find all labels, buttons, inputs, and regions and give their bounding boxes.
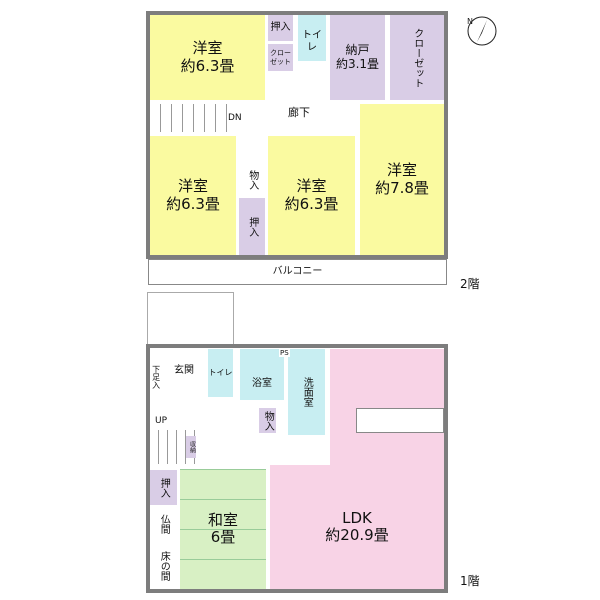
monoire-1f: 物入 — [259, 408, 276, 433]
room-western-4: 洋室約7.8畳 — [360, 104, 444, 255]
room-western-3: 洋室約6.3畳 — [268, 136, 355, 255]
toilet-1f: トイレ — [208, 349, 233, 397]
bathroom: 浴室 — [240, 349, 284, 400]
toilet-2f: トイレ — [298, 15, 326, 61]
oshiire-2f-1: 押入 — [268, 15, 293, 41]
butsuma: 仏間 — [150, 509, 177, 538]
washroom: 洗面室 — [288, 349, 325, 435]
entrance: 玄関 — [163, 356, 205, 386]
monoire-2f: 物入 — [239, 165, 265, 195]
tokonoma: 床の間 — [150, 542, 177, 589]
hallway-label: 廊下 — [288, 106, 310, 119]
oshiire-1f: 押入 — [150, 470, 177, 505]
floor1-label: 1階 — [460, 574, 480, 588]
ps-label: PS — [279, 349, 290, 357]
north-arrow-icon: N — [467, 16, 497, 46]
down-label: DN — [228, 113, 242, 123]
closet-2f-2: クローゼット — [390, 15, 444, 100]
room-western-2: 洋室約6.3畳 — [150, 136, 236, 255]
balcony: バルコニー — [148, 259, 447, 285]
porch — [147, 292, 234, 346]
up-label: UP — [155, 416, 168, 426]
closet-2f-1: クローゼット — [268, 44, 293, 71]
floor2-label: 2階 — [460, 277, 480, 291]
kitchen-counter — [356, 408, 444, 433]
shoe-cabinet: 下足入 — [150, 362, 162, 392]
room-western-1: 洋室約6.3畳 — [150, 15, 265, 100]
storage-under-stairs: 収納 — [186, 436, 196, 458]
north-label: N — [467, 17, 473, 26]
oshiire-2f-2: 押入 — [239, 198, 265, 255]
staircase-2f — [150, 104, 232, 132]
storeroom: 納戸約3.1畳 — [330, 15, 385, 100]
